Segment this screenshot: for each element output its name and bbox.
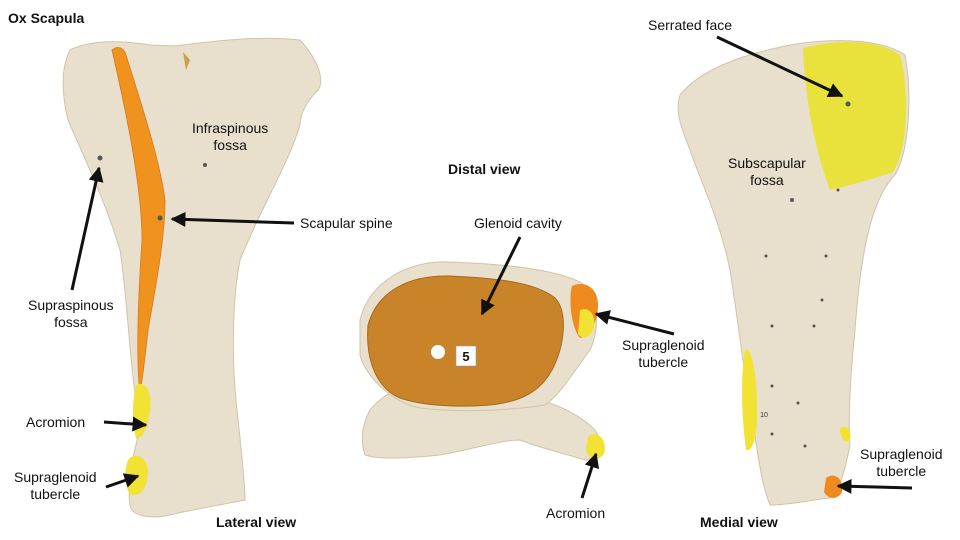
specimen-tag	[455, 345, 477, 367]
distal-supraglenoid-yellow	[578, 309, 595, 338]
medial-hole	[824, 254, 828, 258]
label-acromion-lateral: Acromion	[26, 414, 86, 430]
glenoid-cavity-surface	[367, 275, 564, 407]
arrow-supraglenoid-medial	[836, 478, 913, 494]
medial-view-bone: 10	[677, 40, 910, 506]
medial-hole	[764, 254, 768, 258]
arrow-supraglenoid-distal	[594, 310, 675, 336]
medial-hole	[790, 198, 794, 202]
glenoid-hole	[431, 345, 445, 359]
medial-hole	[836, 188, 840, 192]
medial-hole	[845, 101, 851, 107]
medial-hole	[803, 444, 807, 448]
medial-hole	[812, 324, 816, 328]
specimen-number: 5	[462, 349, 469, 364]
label-acromion-distal: Acromion	[546, 505, 606, 521]
lateral-view-bone	[62, 37, 322, 518]
medial-hole	[796, 401, 800, 405]
lateral-hole	[203, 163, 207, 167]
lateral-tag-nail	[183, 52, 190, 70]
distal-view-caption: Distal view	[448, 161, 521, 177]
arrow-scapular-spine	[170, 211, 295, 227]
label-infraspinous-fossa: Infraspinous fossa	[192, 120, 269, 153]
medial-view-caption: Medial view	[700, 514, 778, 530]
label-glenoid-cavity: Glenoid cavity	[474, 215, 562, 231]
medial-bone-tag: 10	[760, 412, 768, 419]
arrow-supraglenoid-lateral	[105, 473, 140, 489]
distal-view-bone: 5	[359, 261, 605, 461]
figure-title: Ox Scapula	[8, 10, 85, 26]
medial-hole	[770, 384, 774, 388]
medial-tubercle-yellow	[840, 426, 851, 442]
lateral-hole	[97, 155, 103, 161]
arrow-serrated	[716, 35, 844, 98]
medial-hole	[820, 298, 824, 302]
label-supraglenoid-distal: Supraglenoid tubercle	[622, 337, 705, 370]
label-supraglenoid-medial: Supraglenoid tubercle	[860, 446, 943, 479]
label-supraspinous-fossa: Supraspinous fossa	[28, 297, 114, 330]
lateral-scapula-body	[62, 37, 322, 518]
label-serrated-face: Serrated face	[648, 17, 733, 33]
serrated-face-highlight	[803, 41, 907, 190]
arrow-acromion-lateral	[103, 416, 148, 432]
lateral-view-caption: Lateral view	[216, 514, 297, 530]
medial-edge-highlight	[742, 349, 758, 451]
arrow-acromion-distal	[580, 452, 600, 499]
medial-hole	[770, 432, 774, 436]
label-subscapular-fossa: Subscapular fossa	[728, 155, 806, 188]
lateral-scapular-spine	[111, 47, 166, 396]
arrow-supraspinous	[70, 166, 104, 291]
arrow-glenoid	[480, 236, 522, 316]
medial-hole	[770, 324, 774, 328]
label-supraglenoid-lateral: Supraglenoid tubercle	[14, 469, 97, 502]
label-scapular-spine: Scapular spine	[300, 215, 393, 231]
lateral-hole	[157, 215, 163, 221]
